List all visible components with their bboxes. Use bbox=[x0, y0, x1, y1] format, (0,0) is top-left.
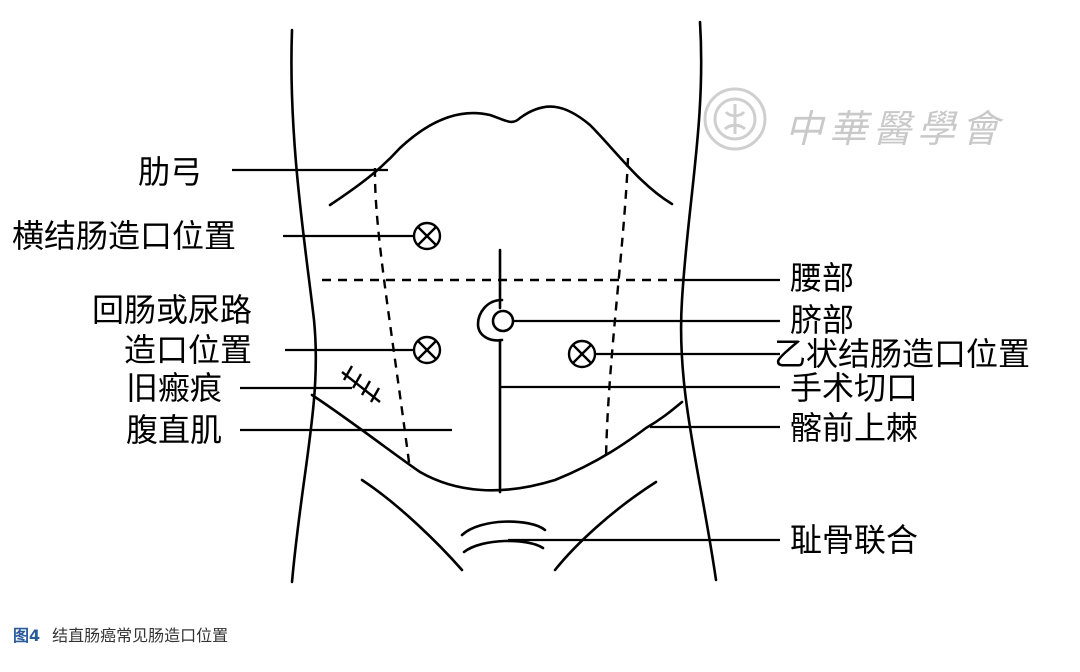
pubic-curve-lower bbox=[462, 539, 545, 554]
left-groin-line bbox=[360, 478, 464, 572]
label-transverse-colostomy-site: 横结肠造口位置 bbox=[12, 217, 237, 255]
label-ileostomy-urostomy-line1: 回肠或尿路 bbox=[92, 291, 253, 329]
right-groin-line bbox=[553, 480, 658, 572]
lower-abdomen-curve bbox=[310, 393, 684, 492]
label-old-scar: 旧瘢痕 bbox=[126, 369, 223, 407]
right-rectus-dashed-line bbox=[604, 157, 630, 459]
transverse-stoma-marker bbox=[412, 221, 442, 251]
label-umbilicus: 脐部 bbox=[790, 301, 855, 339]
label-waist: 腰部 bbox=[790, 259, 855, 297]
umbilicus-circle bbox=[491, 309, 515, 333]
left-rectus-dashed-line bbox=[373, 167, 412, 471]
label-costal-arch: 肋弓 bbox=[138, 153, 203, 191]
label-anterior-superior-iliac-spine: 髂前上棘 bbox=[790, 409, 919, 447]
umbilicus-outline bbox=[476, 298, 504, 342]
label-surgical-incision: 手术切口 bbox=[790, 369, 919, 407]
abdomen-diagram bbox=[232, 20, 780, 584]
watermark-text: 中華醫學會 bbox=[785, 107, 1006, 151]
ileostomy-stoma-marker bbox=[412, 335, 442, 365]
torso-left-outline bbox=[290, 28, 318, 584]
society-seal-icon bbox=[703, 87, 767, 151]
figure-number: 图4 bbox=[13, 626, 41, 645]
label-ileostomy-urostomy-line2: 造口位置 bbox=[124, 331, 253, 369]
figure-caption-text: 结直肠癌常见肠造口位置 bbox=[52, 626, 229, 645]
figure-caption: 图4 结直肠癌常见肠造口位置 bbox=[13, 622, 228, 646]
torso-right-outline bbox=[679, 20, 718, 582]
label-sigmoid-colostomy-site: 乙状结肠造口位置 bbox=[774, 335, 1031, 373]
watermark: 中華醫學會 bbox=[700, 80, 1010, 160]
label-pubic-symphysis: 耻骨联合 bbox=[790, 521, 919, 559]
sigmoid-stoma-marker bbox=[567, 339, 597, 369]
label-rectus-abdominis: 腹直肌 bbox=[126, 411, 223, 449]
old-scar-mark bbox=[341, 365, 381, 403]
costal-arch-outline bbox=[328, 105, 674, 207]
pubic-curve-upper bbox=[460, 520, 547, 537]
